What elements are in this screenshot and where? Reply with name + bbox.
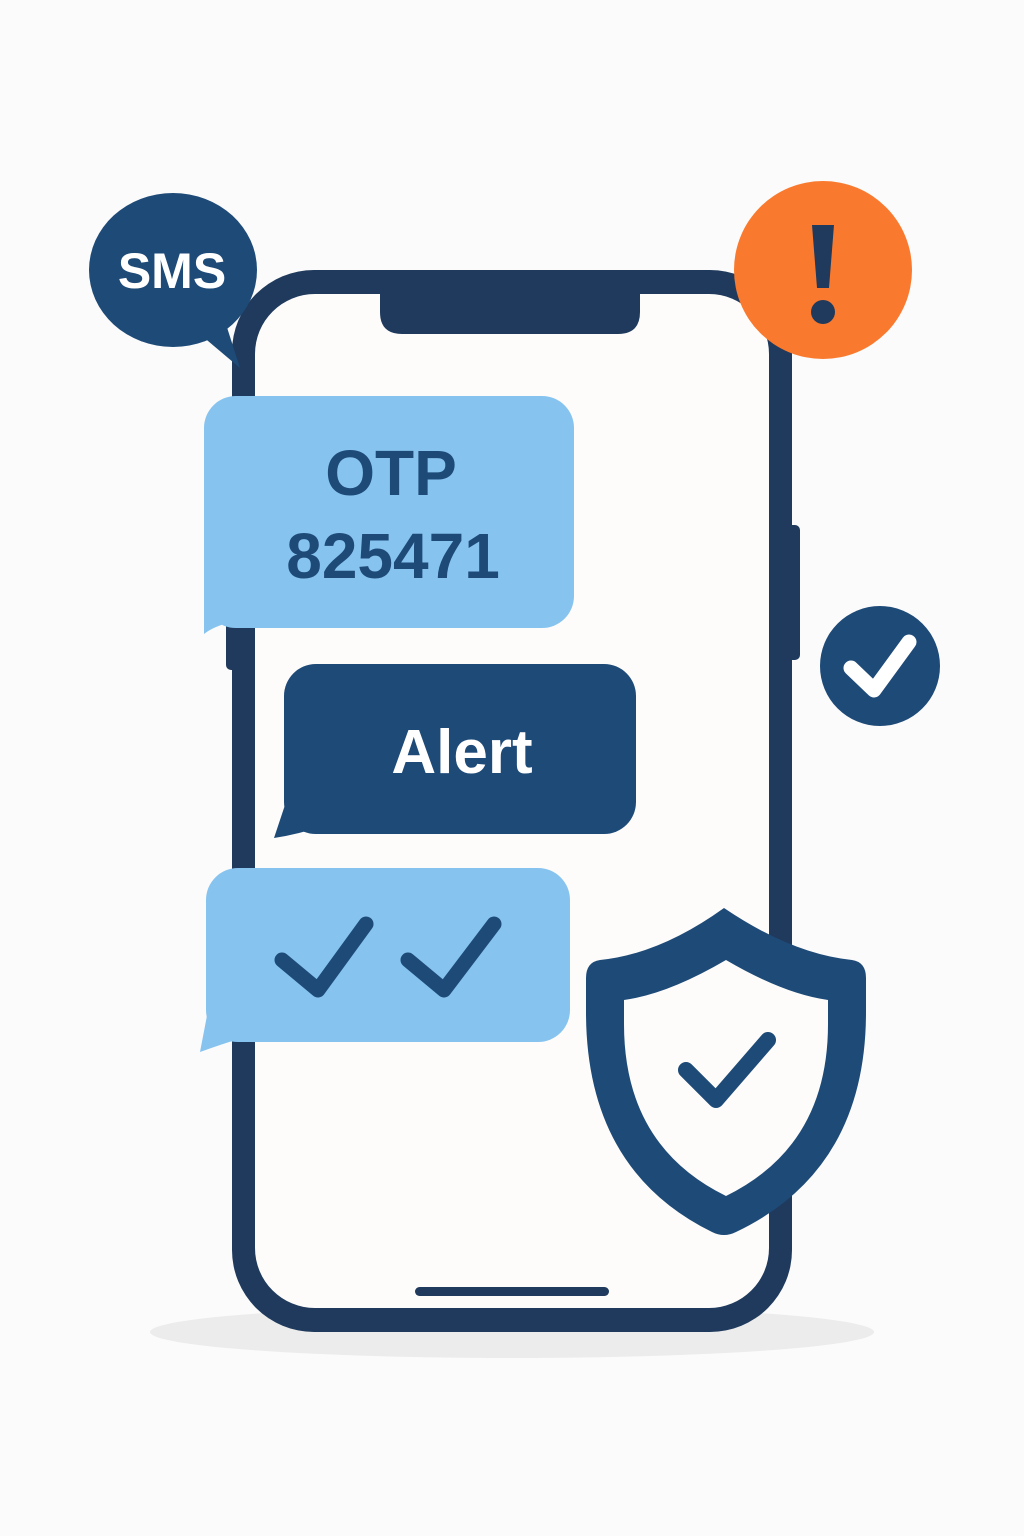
- otp-label: OTP: [325, 437, 457, 509]
- exclamation-icon: [811, 225, 835, 324]
- alert-badge: [734, 181, 912, 359]
- read-receipt-bubble-body: [206, 868, 570, 1042]
- read-receipt-bubble-tail: [200, 1000, 242, 1052]
- sms-badge: SMS: [89, 193, 257, 368]
- otp-bubble-tail: [204, 580, 232, 634]
- sms-badge-bubble: [89, 193, 257, 347]
- otp-message-bubble: OTP 825471: [204, 396, 574, 634]
- shield-check: [678, 1032, 776, 1108]
- alert-label: Alert: [391, 718, 532, 787]
- otp-code: 825471: [286, 520, 500, 592]
- sms-badge-label: SMS: [118, 243, 226, 299]
- alert-bubble-tail: [274, 790, 322, 838]
- home-indicator: [415, 1287, 609, 1296]
- otp-bubble-body: [204, 396, 574, 628]
- alert-message-bubble: Alert: [274, 664, 636, 838]
- double-check-icon: [274, 916, 502, 998]
- read-receipt-bubble: [200, 868, 570, 1052]
- alert-bubble-body: [284, 664, 636, 834]
- shield-check-icon: [586, 908, 866, 1235]
- verified-badge: [820, 606, 940, 726]
- phone-notch: [380, 292, 640, 334]
- verified-badge-circle: [820, 606, 940, 726]
- check-icon: [843, 634, 917, 698]
